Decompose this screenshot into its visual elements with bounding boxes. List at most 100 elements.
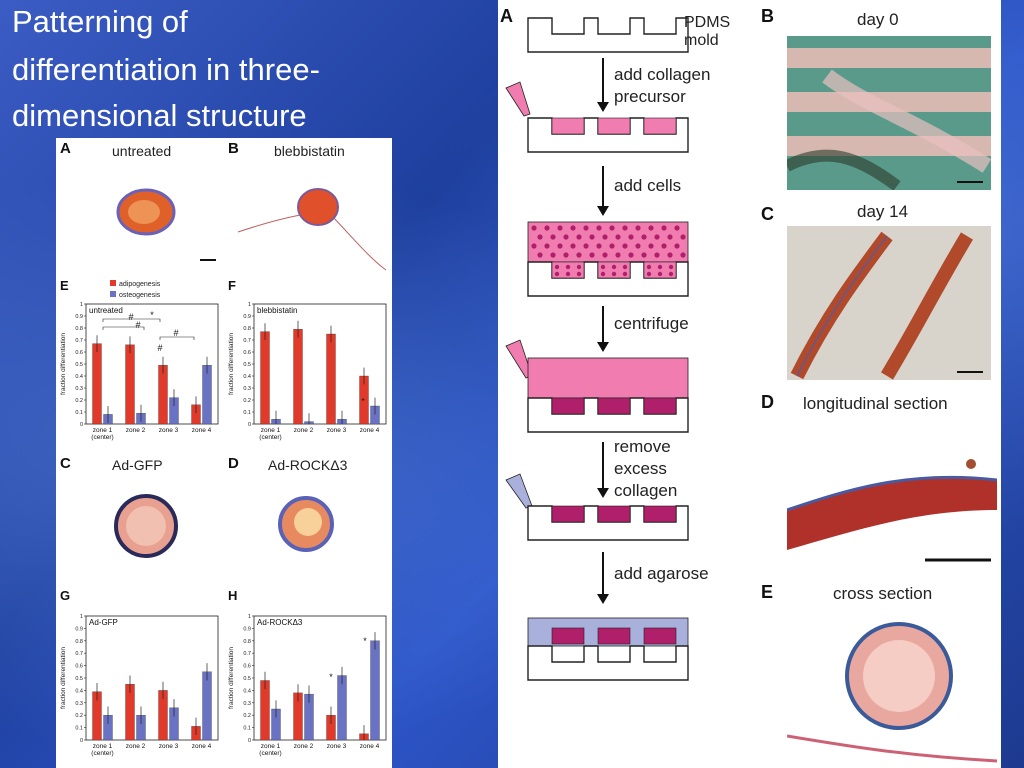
pipette-excess — [505, 473, 533, 509]
cell — [576, 234, 582, 240]
collagen-well-cell — [554, 271, 560, 277]
cell — [602, 252, 608, 258]
chart-e-ytick-label: 0.5 — [75, 362, 83, 368]
chart-f-inset-label: blebbistatin — [257, 306, 297, 315]
cell-pattern — [643, 627, 677, 645]
collagen-well-cell — [565, 264, 571, 270]
legend-osteogenesis: osteogenesis — [119, 292, 161, 299]
panel-d-micrograph — [278, 496, 334, 552]
chart-h-ytick-label: 0.7 — [243, 651, 251, 657]
chart-f-panel-label: F — [228, 278, 236, 293]
chart-e-ytick-label: 0.2 — [75, 398, 83, 404]
cell-well-cell — [576, 400, 582, 406]
cell — [674, 225, 680, 231]
cell — [544, 225, 550, 231]
chart-e-panel-label: E — [60, 278, 69, 293]
collagen-well-cell — [611, 271, 617, 277]
day14-micrograph — [787, 226, 991, 380]
step-1-label: add collagen precursor — [614, 64, 710, 108]
chart-e-ytick-label: 0.9 — [75, 314, 83, 320]
chart-e-ytick-label: 0.3 — [75, 386, 83, 392]
cell — [661, 243, 667, 249]
cell-well-cell — [657, 407, 663, 413]
cell — [635, 243, 641, 249]
legend-swatch-adipogenesis — [110, 280, 116, 286]
chart-h-ytick-label: 0.8 — [243, 639, 251, 645]
chart-h-ytick-label: 0 — [248, 738, 251, 744]
chart-g-category-label: zone 4 — [192, 743, 212, 750]
pdms-mold — [527, 17, 689, 53]
chart-g-inset-label: Ad-GFP — [89, 618, 118, 627]
cross-section-micrograph — [787, 622, 997, 763]
chart-h-category-label: (center) — [259, 750, 281, 757]
step-4-line-3: collagen — [614, 481, 678, 500]
collagen-well — [597, 261, 631, 279]
chart-e-inset-label: untreated — [89, 306, 123, 315]
panel-c-caption: Ad-GFP — [112, 457, 163, 473]
cell — [550, 252, 556, 258]
chart-e-ytick-label: 0.6 — [75, 350, 83, 356]
chart-e-category-label: (center) — [91, 434, 113, 441]
chart-h-bar-osteogenesis — [337, 675, 347, 741]
chart-h-bar-adipogenesis — [260, 680, 270, 741]
cell — [570, 243, 576, 249]
cell — [602, 234, 608, 240]
cell-well-cell — [565, 515, 571, 521]
chart-h-ytick-label: 0.9 — [243, 626, 251, 632]
cell-well-cell — [622, 508, 628, 514]
chart-f-ytick-label: 0 — [248, 422, 251, 428]
chart-g: GAd-GFP00.10.20.30.40.50.60.70.80.91frac… — [60, 588, 219, 757]
cell — [661, 225, 667, 231]
chart-e-ytick-label: 1 — [80, 302, 83, 308]
collagen-well-cell — [657, 271, 663, 277]
cell — [654, 252, 660, 258]
chart-g-ytick-label: 0.6 — [75, 664, 83, 670]
cell-well-cell — [600, 400, 606, 406]
chart-h-ytick-label: 0.4 — [243, 688, 251, 694]
cell — [615, 252, 621, 258]
step-arrow-head — [597, 594, 609, 604]
collagen-well-cell — [576, 271, 582, 277]
chart-f-bar-adipogenesis — [260, 331, 270, 425]
right-figure: B day 0 C day 14 D longitudinal section … — [753, 0, 1001, 768]
step-2-label: add cells — [614, 176, 682, 195]
collagen-well — [551, 117, 585, 135]
step-4-line-2: excess — [614, 459, 667, 478]
cell-well — [643, 397, 677, 415]
chart-h-ytick-label: 0.6 — [243, 664, 251, 670]
mold-label-line-2: mold — [684, 32, 719, 49]
cell-well-cell — [622, 515, 628, 521]
right-panel-e-label: E — [761, 582, 774, 602]
schematic-figure: A PDMS mold add collagen precursor add c… — [498, 0, 753, 768]
chart-f-category-label: (center) — [259, 434, 281, 441]
chart-e-significance-mark: # — [135, 320, 140, 330]
cell — [615, 234, 621, 240]
chart-e-significance-bracket — [102, 326, 145, 330]
cell — [648, 225, 654, 231]
cell — [583, 243, 589, 249]
cell-well-cell — [668, 407, 674, 413]
chart-e-ytick-label: 0 — [80, 422, 83, 428]
collagen-well-cell — [576, 264, 582, 270]
cell — [622, 243, 628, 249]
cell — [622, 225, 628, 231]
collagen-well-cell — [611, 264, 617, 270]
cell — [531, 225, 537, 231]
pipette-collagen — [505, 81, 531, 117]
right-panel-e-caption: cross section — [833, 584, 933, 603]
chart-f-ytick-label: 0.1 — [243, 410, 251, 416]
chart-e-ylabel: fraction differentiation — [60, 333, 67, 395]
chart-f-bar-adipogenesis — [326, 333, 336, 425]
collagen-well-cell — [622, 264, 628, 270]
cell-well-cell — [657, 515, 663, 521]
title-line-3: dimensional structure — [12, 98, 307, 133]
cell-well-cell — [576, 508, 582, 514]
collagen-well — [643, 117, 677, 135]
cell-well-cell — [646, 407, 652, 413]
cell-well-cell — [668, 400, 674, 406]
collagen-well-cell — [646, 271, 652, 277]
cell — [596, 225, 602, 231]
cell — [667, 234, 673, 240]
chart-g-ytick-label: 0.9 — [75, 626, 83, 632]
chart-g-ytick-label: 0.2 — [75, 713, 83, 719]
